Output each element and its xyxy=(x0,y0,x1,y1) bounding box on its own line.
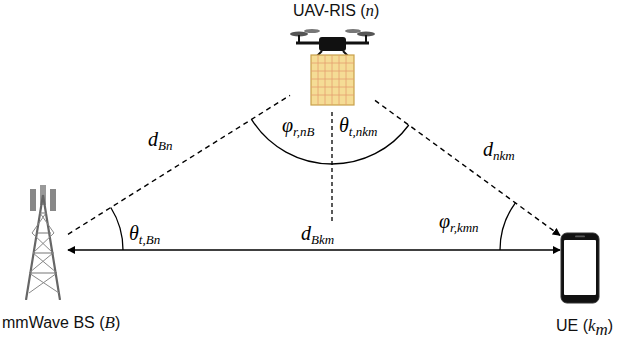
angle-label: φr,nB xyxy=(281,114,315,136)
label-part: ) xyxy=(374,2,379,19)
angle-arc xyxy=(500,203,515,250)
network-node: mmWave BS (B) xyxy=(18,185,68,300)
link-line xyxy=(68,249,560,250)
math-symbol: φ xyxy=(282,114,293,136)
math-symbol: θ xyxy=(339,114,349,136)
phone-icon xyxy=(560,232,600,304)
math-subscript: t,Bn xyxy=(139,232,160,247)
angle-label: θt,Bn xyxy=(128,222,161,244)
distance-label: dBn xyxy=(147,128,173,150)
math-symbol: θ xyxy=(129,222,139,244)
math-subscript: Bkm xyxy=(311,232,334,247)
label-part: ) xyxy=(115,314,120,331)
node-label: mmWave BS (B) xyxy=(2,313,120,333)
link-line xyxy=(375,100,560,235)
label-part: ) xyxy=(608,317,613,334)
label-part: UAV-RIS ( xyxy=(293,2,366,19)
angle-label: θt,nkm xyxy=(338,114,378,136)
node-label: UAV-RIS (n) xyxy=(293,1,379,21)
network-node: UAV-RIS (n) xyxy=(290,28,375,110)
label-symbol: n xyxy=(366,1,375,20)
distance-label: dBkm xyxy=(300,222,335,244)
node-label: UE (km) xyxy=(556,316,613,336)
uav-ris-icon xyxy=(290,28,375,110)
base-station-icon xyxy=(18,185,68,300)
label-subscript: m xyxy=(596,320,608,338)
math-symbol: d xyxy=(483,138,493,160)
distance-label: dnkm xyxy=(482,138,516,160)
label-part: mmWave BS ( xyxy=(2,314,105,331)
math-subscript: r,kmn xyxy=(450,220,479,235)
math-symbol: d xyxy=(148,128,158,150)
link-line xyxy=(68,95,290,234)
label-symbol: B xyxy=(105,313,115,332)
label-part: UE ( xyxy=(556,317,588,334)
angle-label: φr,kmn xyxy=(438,210,480,232)
angle-arc xyxy=(111,208,123,251)
math-subscript: nkm xyxy=(493,148,515,163)
math-symbol: d xyxy=(301,222,311,244)
math-subscript: r,nB xyxy=(293,124,314,139)
math-symbol: φ xyxy=(439,210,450,232)
label-symbol: k xyxy=(588,316,596,335)
math-subscript: t,nkm xyxy=(349,124,378,139)
ris-normal xyxy=(331,112,332,234)
network-node: UE (km) xyxy=(560,232,600,304)
math-subscript: Bn xyxy=(158,138,172,153)
